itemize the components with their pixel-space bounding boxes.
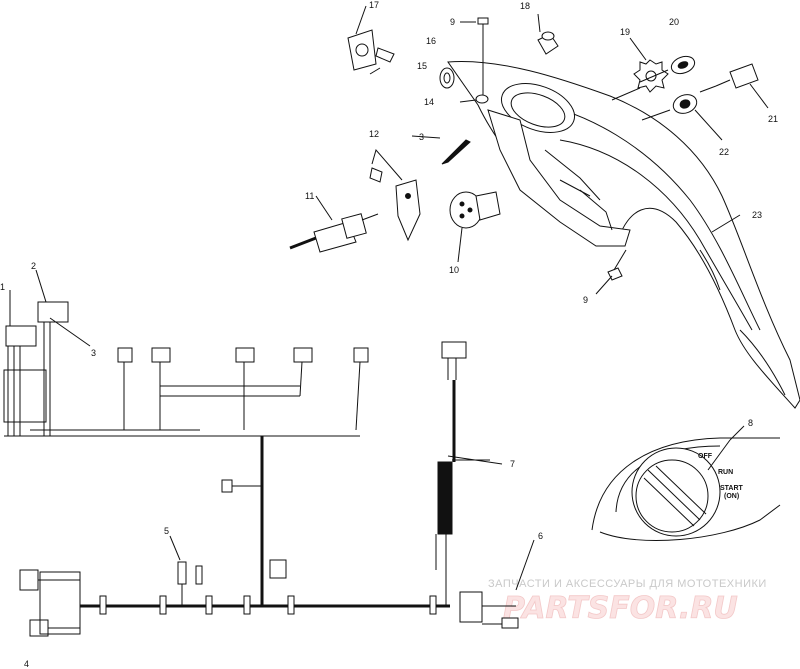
callout-3b: 3 [419,132,424,142]
connector-10 [449,191,501,263]
nut-14 [459,94,489,104]
callout-12: 12 [369,129,379,139]
switch-11 [289,195,379,253]
watermark: ЗАПЧАСТИ И АКСЕССУАРЫ ДЛЯ МОТОТЕХНИКИ PA… [488,578,767,626]
watermark-tagline: ЗАПЧАСТИ И АКСЕССУАРЫ ДЛЯ МОТОТЕХНИКИ [488,578,767,590]
callout-20: 20 [669,17,679,27]
callout-4: 4 [24,659,29,669]
switch-label-start-sub: (ON) [724,493,739,500]
callout-18: 18 [520,1,530,11]
bracket-17 [347,5,395,75]
callout-15: 15 [417,61,427,71]
screw-9-bottom [595,249,627,295]
callout-3: 3 [91,348,96,358]
callout-17: 17 [369,0,379,10]
callout-10: 10 [449,265,459,275]
ignition-panel: OFF RUN START (ON) [591,425,781,541]
callout-11: 11 [305,191,314,201]
callout-14: 14 [424,97,434,107]
callout-21: 21 [768,114,778,124]
callout-labels: 1 2 3 3 4 5 6 7 8 9 9 10 11 12 14 15 16 … [0,0,778,669]
callout-9: 9 [450,17,455,27]
callout-16: 16 [426,36,436,46]
callout-9b: 9 [583,295,588,305]
callout-7: 7 [510,459,515,469]
hood-assembly [447,60,800,409]
switch-label-run: RUN [718,469,733,476]
grommet-16 [439,67,455,89]
callout-1: 1 [0,282,5,292]
callout-19: 19 [620,27,630,37]
callout-2: 2 [31,261,36,271]
bulb-18 [537,13,559,55]
callout-5: 5 [164,526,169,536]
key-21 [699,63,769,109]
lens-13 [411,135,471,165]
screw-9-top [460,17,489,96]
gear-19 [611,37,669,101]
switch-knob-12 [369,148,421,242]
wiring-harness [3,269,535,637]
nut-22 [641,94,723,141]
callout-22: 22 [719,147,729,157]
nut-20 [639,55,696,83]
callout-6: 6 [538,531,543,541]
watermark-logo: PARTSFOR.RU [503,591,738,626]
switch-label-off: OFF [698,453,713,460]
switch-label-start: START [720,485,744,492]
callout-23: 23 [752,210,762,220]
callout-8: 8 [748,418,753,428]
